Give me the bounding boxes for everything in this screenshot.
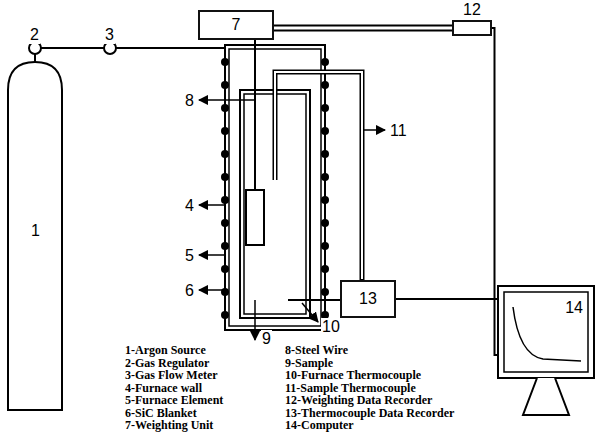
signal-wire [396, 298, 497, 300]
legend-line: 13-Thermocouple Data Recorder [285, 407, 454, 420]
legend-line: 5-Furnace Element [125, 394, 223, 407]
legend-line: 8-Steel Wire [285, 344, 348, 357]
callout-number: 4 [184, 197, 195, 215]
sample [246, 190, 264, 245]
gas-pipe [116, 47, 225, 49]
callout-number: 3 [104, 26, 115, 44]
weighing-unit-box: 7 [198, 10, 274, 40]
legend-line: 7-Weighting Unit [125, 419, 213, 432]
sample-thermocouple [275, 72, 362, 280]
sample-thermocouple-core [275, 72, 362, 279]
gas-flow-meter [104, 42, 116, 54]
legend-line: 1-Argon Source [125, 344, 206, 357]
leader-arrow [199, 204, 225, 206]
data-recorder-box: 12 [452, 20, 492, 36]
legend-line: 3-Gas Flow Meter [125, 369, 218, 382]
callout-number: 10 [321, 318, 341, 336]
leader-arrow [364, 129, 385, 131]
callout-number: 14 [565, 299, 583, 317]
callout-number: 9 [261, 330, 272, 348]
legend-line: 4-Furnace wall [125, 382, 202, 395]
furnace-thermocouple [288, 299, 340, 301]
callout-number: 13 [359, 290, 377, 308]
callout-number: 1 [30, 222, 41, 240]
legend-line: 6-SiC Blanket [125, 407, 197, 420]
thermocouple-recorder-box: 13 [340, 280, 396, 318]
computer-monitor: 14 [497, 285, 595, 425]
steel-wire [254, 40, 256, 190]
leader-arrow [199, 254, 225, 256]
gas-pipe [41, 47, 104, 49]
leader-arrow [254, 300, 256, 340]
callout-number: 12 [463, 1, 481, 19]
signal-wire [274, 26, 452, 31]
signal-wire [492, 28, 497, 355]
callout-number: 8 [184, 92, 195, 110]
legend-line: 9-Sample [285, 357, 333, 370]
callout-number: 6 [184, 282, 195, 300]
gas-regulator [29, 42, 41, 54]
gas-cylinder [8, 62, 62, 410]
callout-number: 5 [184, 247, 195, 265]
leader-arrow [302, 303, 318, 322]
callout-number: 2 [29, 26, 40, 44]
legend-line: 12-Weighting Data Recorder [285, 394, 432, 407]
legend-line: 10-Furnace Thermocouple [285, 369, 421, 382]
legend-line: 14-Computer [285, 419, 354, 432]
legend-line: 11-Sample Thermocouple [285, 382, 416, 395]
leader-arrow [199, 289, 225, 291]
callout-number: 7 [232, 16, 241, 34]
leader-line [225, 99, 255, 101]
callout-number: 11 [389, 122, 408, 140]
leader-arrow [199, 99, 225, 101]
legend-line: 2-Gas Regulator [125, 357, 209, 370]
cylinder-neck [34, 54, 36, 62]
